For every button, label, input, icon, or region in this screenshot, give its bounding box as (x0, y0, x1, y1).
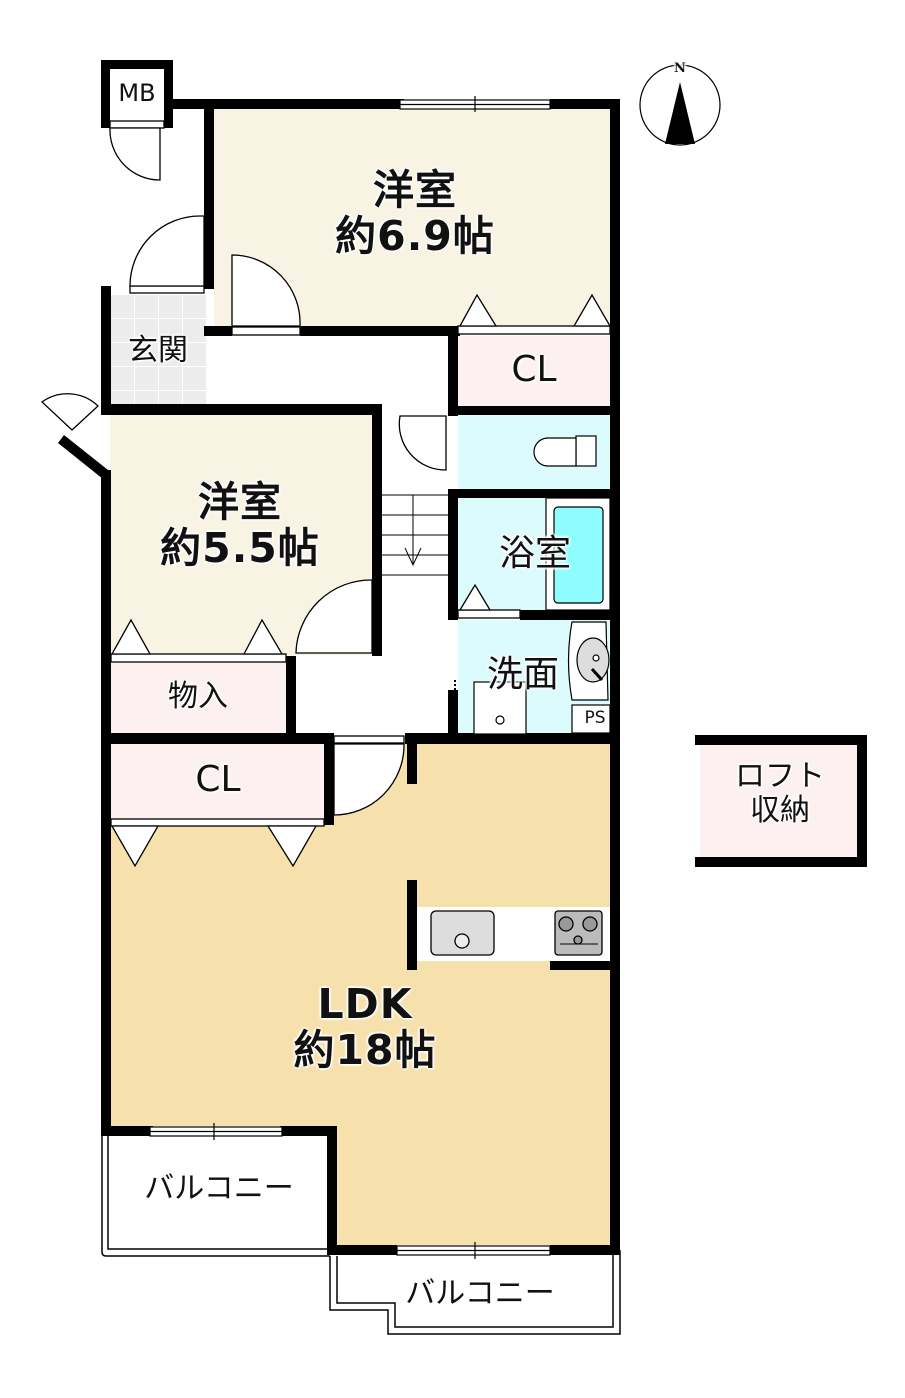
compass-north-label: N (674, 61, 686, 76)
balcony-1-label: バルコニー (144, 1171, 294, 1206)
loft-storage-label: ロフト 収納 (705, 760, 855, 827)
balcony-2-label: バルコニー (405, 1276, 555, 1311)
ldk-size: 約18帖 (293, 1025, 437, 1074)
western-room-1-size: 約6.9帖 (335, 211, 495, 260)
closet-1-label: CL (511, 349, 557, 390)
ldk-label: LDK 約18帖 (260, 980, 470, 1074)
entrance-label: 玄関 (128, 333, 188, 368)
compass-icon (639, 64, 721, 146)
western-room-1-label: 洋室 約6.9帖 (300, 166, 530, 260)
closet-2 (110, 744, 326, 819)
washroom-label: 洗面 (486, 654, 559, 695)
meter-box-label: MB (118, 79, 156, 107)
closet-2-label: CL (195, 759, 241, 800)
western-room-2-size: 約5.5帖 (160, 523, 320, 572)
western-room-2-label: 洋室 約5.5帖 (130, 478, 350, 572)
western-room-1-name: 洋室 (373, 166, 457, 214)
closet-1 (458, 336, 610, 406)
loft-storage (700, 743, 858, 858)
storage-label: 物入 (168, 679, 228, 714)
pipe-space-label: PS (584, 708, 606, 728)
loft-storage-line1: ロフト (735, 759, 825, 794)
ldk-name: LDK (317, 980, 413, 1028)
storage (110, 662, 286, 734)
ldk-lower (332, 1120, 610, 1245)
bathroom-label: 浴室 (498, 533, 571, 574)
loft-storage-line2: 収納 (750, 792, 810, 828)
entrance (110, 294, 206, 404)
western-room-2-name: 洋室 (198, 478, 282, 526)
